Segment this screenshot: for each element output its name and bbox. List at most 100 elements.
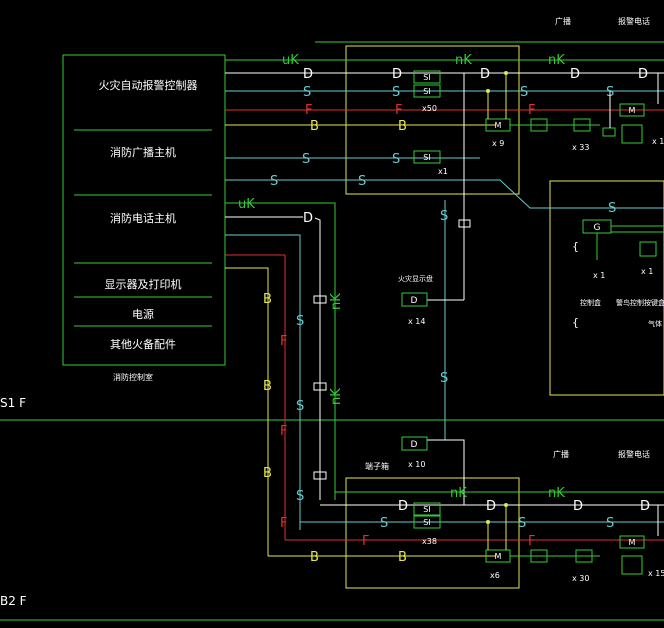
label-f: F bbox=[280, 334, 287, 349]
label-b: B bbox=[398, 550, 407, 565]
panel-item-display-printer: 显示器及打印机 bbox=[105, 277, 182, 291]
label-nk: nK bbox=[455, 53, 472, 68]
count-x1: x 1 bbox=[593, 271, 605, 280]
label-nk: nK bbox=[329, 388, 344, 405]
fire-display-label: 火灾显示盘 bbox=[398, 274, 433, 283]
riser-nk bbox=[300, 202, 336, 500]
gas-col1: 控制盒 bbox=[580, 298, 601, 307]
label-d: D bbox=[480, 67, 490, 82]
speaker-icon bbox=[530, 118, 548, 132]
header-broadcast-lower: 广播 bbox=[553, 449, 569, 459]
si-label: SI bbox=[423, 505, 430, 514]
junction-box bbox=[313, 471, 327, 480]
label-s: S bbox=[606, 516, 614, 531]
si-label: SI bbox=[423, 153, 430, 162]
label-s: S bbox=[440, 371, 448, 386]
fire-display-d: D bbox=[411, 296, 418, 306]
header-phone-lower: 报警电话 bbox=[618, 449, 650, 459]
header-phone-upper: 报警电话 bbox=[618, 16, 650, 26]
label-s: S bbox=[380, 516, 388, 531]
label-f: F bbox=[362, 534, 369, 549]
label-d: D bbox=[392, 67, 402, 82]
count-x9: x 9 bbox=[492, 139, 504, 148]
riser-f bbox=[225, 254, 286, 540]
label-s: S bbox=[296, 489, 304, 504]
count-x10: x 10 bbox=[408, 460, 425, 469]
label-d: D bbox=[573, 499, 583, 514]
count-x14: x 14 bbox=[408, 317, 425, 326]
label-s: S bbox=[303, 85, 311, 100]
label-f: F bbox=[528, 103, 535, 118]
panel-item-phone-host: 消防电话主机 bbox=[110, 211, 176, 225]
label-s: S bbox=[518, 516, 526, 531]
m-module bbox=[619, 535, 645, 549]
label-f: F bbox=[280, 424, 287, 439]
label-s: S bbox=[296, 314, 304, 329]
count-x33: x 33 bbox=[572, 143, 589, 152]
floor-label-b2: B2 F bbox=[0, 594, 27, 608]
junction-dot bbox=[486, 520, 490, 524]
panel-caption: 消防控制室 bbox=[113, 372, 153, 382]
phone-icon bbox=[602, 127, 616, 137]
gas-col2: 警鸟控制按键盒 bbox=[616, 298, 664, 307]
count-x1: x 1 bbox=[641, 267, 653, 276]
label-nk: nK bbox=[329, 293, 344, 310]
riser-b bbox=[225, 267, 269, 556]
label-s: S bbox=[440, 209, 448, 224]
si-module bbox=[413, 150, 441, 164]
riser-d bbox=[314, 217, 321, 500]
terminal-box-lower bbox=[345, 477, 520, 589]
panel-item-broadcast-host: 消防广播主机 bbox=[110, 145, 176, 159]
g-label: G bbox=[594, 223, 601, 233]
si-module bbox=[413, 502, 441, 516]
junction-box bbox=[313, 295, 327, 304]
junction-box bbox=[313, 382, 327, 391]
count-x18: x 18 bbox=[652, 137, 664, 146]
count-x30: x 30 bbox=[572, 574, 589, 583]
m-label: M bbox=[629, 538, 636, 547]
label-nk: nK bbox=[450, 486, 467, 501]
label-uk: uK bbox=[238, 197, 255, 212]
junction-dot bbox=[504, 503, 508, 507]
label-f: F bbox=[305, 103, 312, 118]
header-broadcast-upper: 广播 bbox=[555, 16, 571, 26]
label-d: D bbox=[638, 67, 648, 82]
label-s: S bbox=[358, 174, 366, 189]
count-x38: x38 bbox=[422, 537, 437, 546]
gas-col3: 气体 bbox=[648, 319, 662, 328]
panel-item-fire-controller: 火灾自动报警控制器 bbox=[99, 78, 198, 92]
label-d: D bbox=[486, 499, 496, 514]
fire-display-d: D bbox=[411, 440, 418, 450]
label-s: S bbox=[520, 85, 528, 100]
label-s: S bbox=[392, 152, 400, 167]
panel-item-accessories: 其他火备配件 bbox=[110, 337, 176, 351]
label-f: F bbox=[395, 103, 402, 118]
alarm-bell-icon bbox=[621, 555, 643, 575]
label-f: F bbox=[280, 516, 287, 531]
right-brace: { bbox=[572, 240, 579, 253]
label-nk: nK bbox=[548, 53, 565, 68]
speaker-icon bbox=[573, 118, 591, 132]
label-d: D bbox=[640, 499, 650, 514]
label-d: D bbox=[303, 67, 313, 82]
junction-dot bbox=[504, 71, 508, 75]
count-x6: x6 bbox=[490, 571, 500, 580]
si-label: SI bbox=[423, 73, 430, 82]
m-label: M bbox=[495, 552, 502, 561]
label-b: B bbox=[263, 466, 272, 481]
label-b: B bbox=[310, 550, 319, 565]
junction-box bbox=[458, 219, 471, 228]
si-label: SI bbox=[423, 518, 430, 527]
count-x1: x1 bbox=[438, 167, 448, 176]
label-s: S bbox=[392, 85, 400, 100]
display-link bbox=[427, 439, 465, 505]
m-label: M bbox=[495, 121, 502, 130]
m-module bbox=[619, 103, 645, 117]
si-label: SI bbox=[423, 87, 430, 96]
si-module bbox=[413, 70, 441, 84]
label-s: S bbox=[302, 152, 310, 167]
label-d: D bbox=[398, 499, 408, 514]
label-s: S bbox=[608, 201, 616, 216]
terminal-box-upper bbox=[345, 45, 520, 195]
label-s: S bbox=[296, 399, 304, 414]
